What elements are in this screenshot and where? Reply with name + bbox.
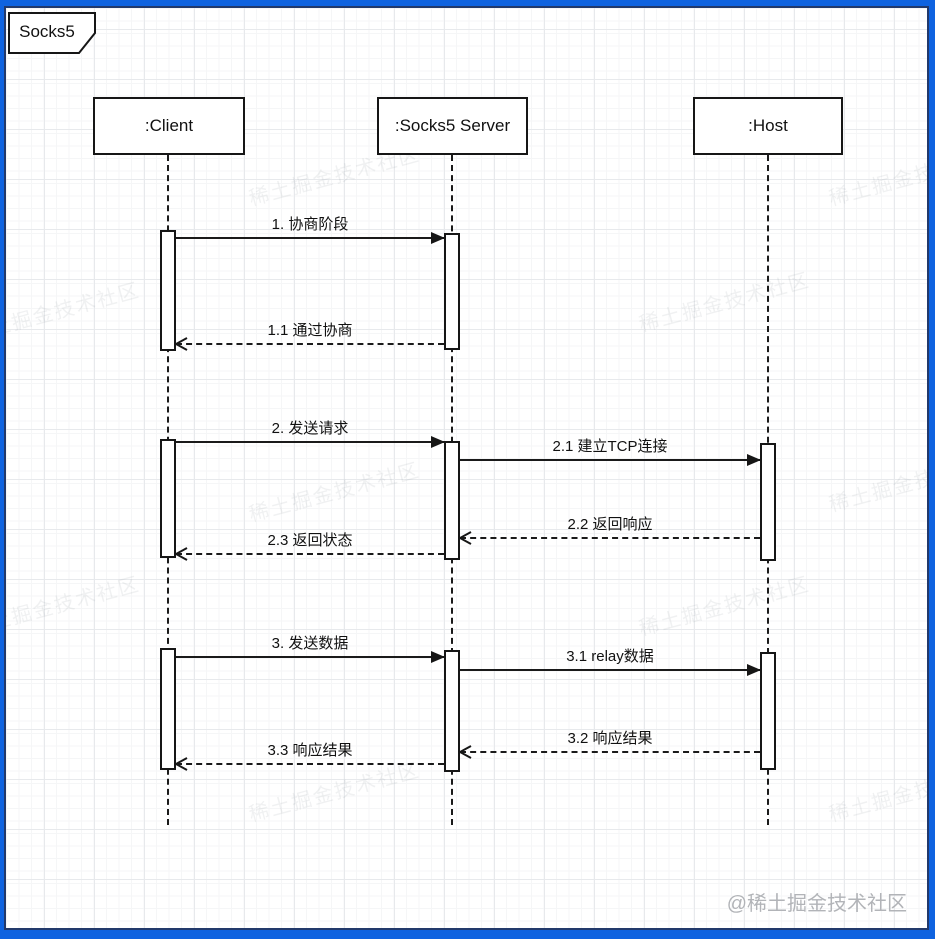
message-2-1-label: 2.1 建立TCP连接	[552, 438, 668, 455]
faint-watermark: 稀土掘金技术社区	[826, 759, 929, 827]
activation-bar-host-3	[760, 652, 776, 770]
message-2-3-label: 2.3 返回状态	[267, 532, 353, 549]
message-3-2-label: 3.2 响应结果	[567, 730, 653, 747]
faint-watermark: 稀土掘金技术社区	[636, 269, 813, 337]
message-2-2-line	[460, 537, 760, 539]
message-3-3-label: 3.3 响应结果	[267, 742, 353, 759]
filled-arrowhead-icon	[431, 436, 445, 448]
frame-title: Socks5	[19, 22, 75, 41]
message-2-1-line	[460, 459, 760, 461]
activation-bar-server-2	[444, 441, 460, 560]
activation-bar-client-1	[160, 230, 176, 351]
message-1-label: 1. 协商阶段	[271, 216, 349, 233]
participant-box-client: :Client	[93, 97, 245, 155]
message-3-1: 3.1 relay数据	[460, 647, 761, 676]
filled-arrowhead-icon	[431, 232, 445, 244]
open-arrowhead-icon	[174, 547, 188, 561]
message-1: 1. 协商阶段	[176, 215, 445, 244]
diagram-canvas: 稀土掘金技术社区 稀土掘金技术社区 稀土掘金技术社区 稀土掘金技术社区 稀土掘金…	[4, 6, 929, 930]
faint-watermark: 稀土掘金技术社区	[4, 279, 143, 347]
open-arrowhead-icon	[458, 745, 472, 759]
filled-arrowhead-icon	[431, 651, 445, 663]
message-2-2: 2.2 返回响应	[458, 515, 760, 545]
message-3-3-line	[176, 763, 444, 765]
watermark-credit: @稀土掘金技术社区	[726, 893, 907, 915]
message-2-line	[176, 441, 444, 443]
message-1-1-line	[176, 343, 444, 345]
message-3-1-label: 3.1 relay数据	[566, 648, 654, 665]
faint-watermark: 稀土掘金技术社区	[826, 449, 929, 517]
message-3: 3. 发送数据	[176, 634, 445, 663]
activation-bar-server-3	[444, 650, 460, 772]
filled-arrowhead-icon	[747, 664, 761, 676]
message-3-label: 3. 发送数据	[271, 635, 349, 652]
message-3-line	[176, 656, 444, 658]
activation-bar-client-2	[160, 439, 176, 558]
message-2-2-label: 2.2 返回响应	[567, 516, 653, 533]
message-3-2: 3.2 响应结果	[458, 729, 760, 759]
message-3-3: 3.3 响应结果	[174, 741, 444, 771]
faint-watermark: 稀土掘金技术社区	[4, 573, 143, 641]
message-1-1-label: 1.1 通过协商	[267, 322, 353, 339]
participant-box-socks5-server: :Socks5 Server	[377, 97, 528, 155]
pentagon-tab-shape	[8, 12, 96, 54]
message-3-2-line	[460, 751, 760, 753]
filled-arrowhead-icon	[747, 454, 761, 466]
open-arrowhead-icon	[458, 531, 472, 545]
message-2: 2. 发送请求	[176, 419, 445, 448]
activation-bar-server-1	[444, 233, 460, 350]
faint-watermark: 稀土掘金技术社区	[636, 573, 813, 641]
participant-box-host: :Host	[693, 97, 843, 155]
message-2-3: 2.3 返回状态	[174, 531, 444, 561]
open-arrowhead-icon	[174, 757, 188, 771]
message-3-1-line	[460, 669, 760, 671]
faint-watermark: 稀土掘金技术社区	[246, 459, 423, 527]
activation-bar-host-2	[760, 443, 776, 561]
message-2-label: 2. 发送请求	[271, 420, 349, 437]
open-arrowhead-icon	[174, 337, 188, 351]
message-2-3-line	[176, 553, 444, 555]
message-1-1: 1.1 通过协商	[174, 321, 444, 351]
message-2-1: 2.1 建立TCP连接	[460, 437, 761, 466]
message-1-line	[176, 237, 444, 239]
activation-bar-client-3	[160, 648, 176, 770]
frame-title-tab: Socks5	[8, 12, 98, 56]
